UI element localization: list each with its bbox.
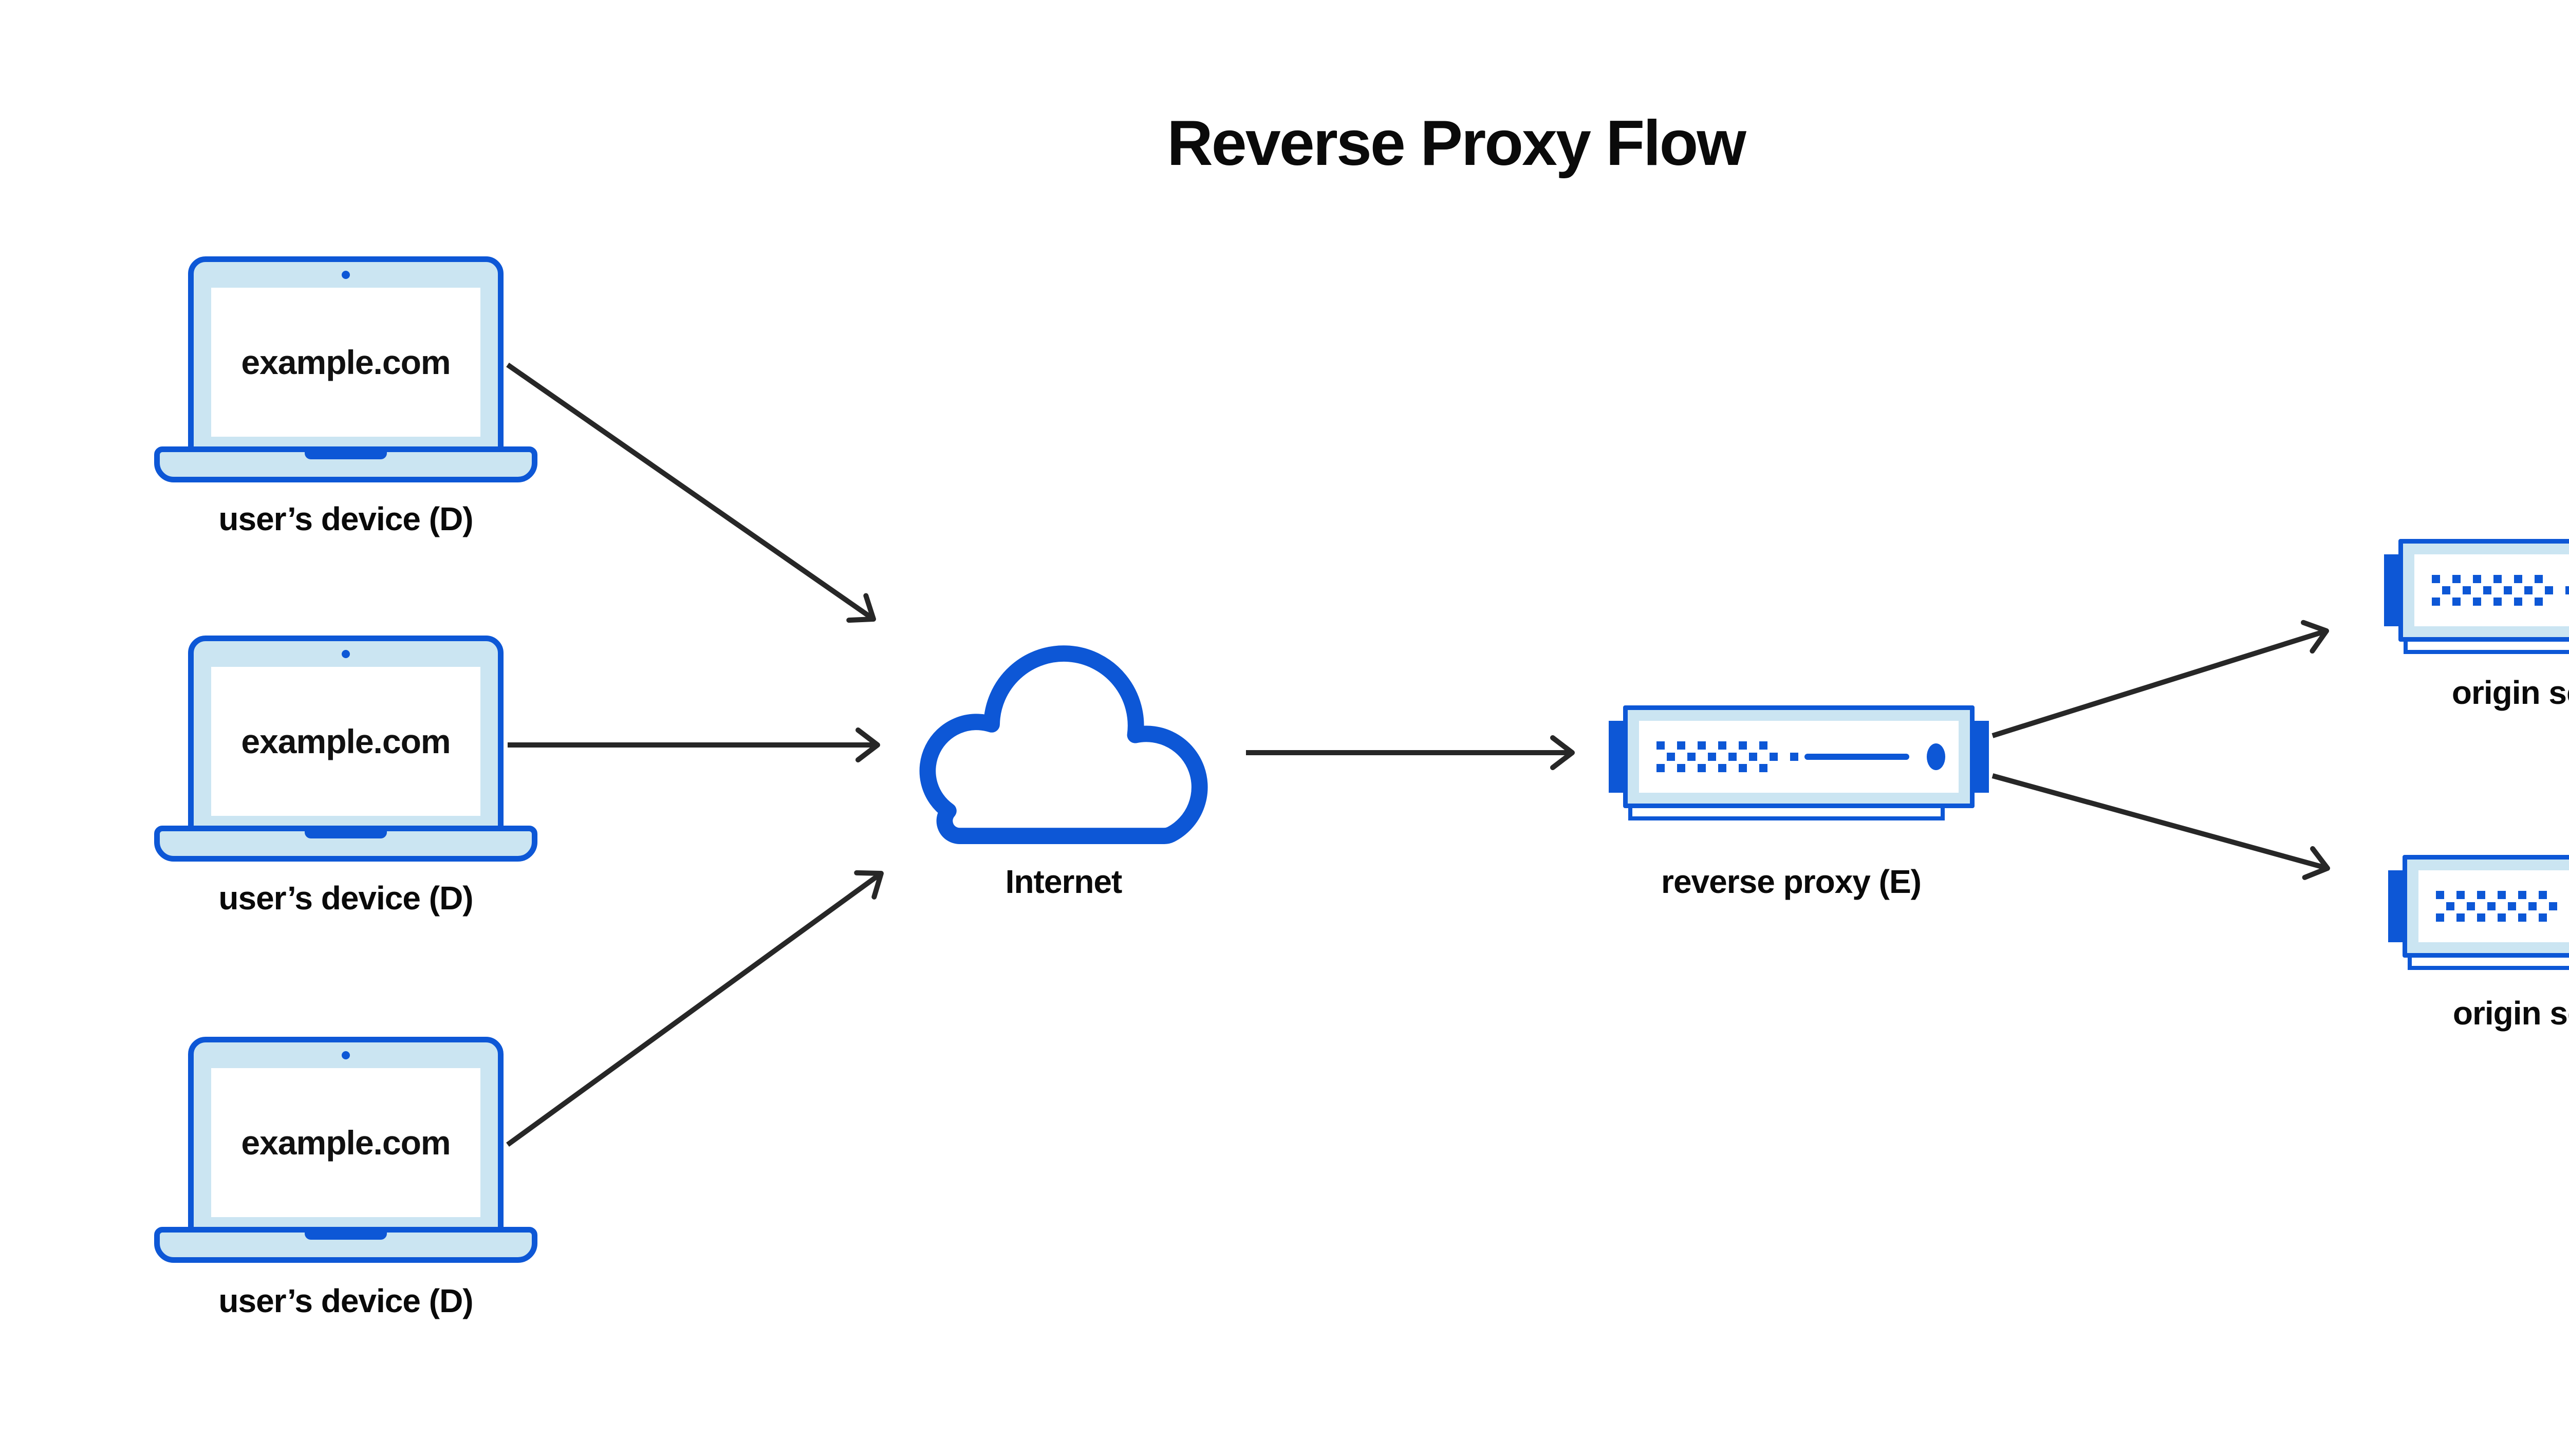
user-device-node-3: example.com xyxy=(154,1037,537,1267)
reverse-proxy-label: reverse proxy (E) xyxy=(1661,863,1922,900)
laptop-camera-dot-icon xyxy=(342,650,350,658)
server-front-panel xyxy=(2418,870,2569,942)
laptop-base-icon xyxy=(154,446,537,482)
laptop-screen: example.com xyxy=(211,667,480,816)
laptop-base-notch-icon xyxy=(305,1233,387,1240)
laptop-camera-dot-icon xyxy=(342,271,350,279)
origin-server-label-1: origin server (F) xyxy=(2451,674,2569,711)
screen-url-text: example.com xyxy=(241,722,451,760)
laptop-lid-icon: example.com xyxy=(188,256,504,453)
diagram-title: Reverse Proxy Flow xyxy=(1167,108,1746,179)
screen-url-text: example.com xyxy=(241,1124,451,1162)
server-front-panel xyxy=(1639,721,1959,793)
laptop-camera-dot-icon xyxy=(342,1051,350,1059)
server-icon xyxy=(2403,855,2569,958)
laptop-base-notch-icon xyxy=(305,831,387,838)
server-icon xyxy=(1623,705,1975,808)
user-device-label-3: user’s device (D) xyxy=(218,1282,473,1319)
user-device-label-1: user’s device (D) xyxy=(218,500,473,537)
server-slot-line-icon xyxy=(1804,754,1909,760)
laptop-base-notch-icon xyxy=(305,452,387,459)
laptop-base-icon xyxy=(154,1227,537,1263)
server-vents-icon xyxy=(2436,891,2569,922)
origin-server-label-2: origin server (F) xyxy=(2452,995,2569,1032)
reverse-proxy-node xyxy=(1609,705,1989,838)
laptop-screen: example.com xyxy=(211,1068,480,1217)
origin-server-node-2 xyxy=(2388,855,2569,987)
arrow-proxy-to-origin2 xyxy=(1991,773,2330,880)
server-power-dot-icon xyxy=(1927,743,1945,770)
server-vents-icon xyxy=(2432,575,2569,606)
arrow-proxy-to-origin1 xyxy=(1991,620,2329,738)
screen-url-text: example.com xyxy=(241,343,451,381)
laptop-screen: example.com xyxy=(211,288,480,437)
laptop-lid-icon: example.com xyxy=(188,1037,504,1233)
origin-server-node-1 xyxy=(2384,539,2569,671)
server-front-panel xyxy=(2414,554,2569,626)
server-vents-icon xyxy=(1656,741,1798,772)
internet-label: Internet xyxy=(1005,863,1123,900)
user-device-node-1: example.com xyxy=(154,256,537,487)
user-device-node-2: example.com xyxy=(154,636,537,866)
internet-cloud-icon xyxy=(919,645,1208,844)
laptop-lid-icon: example.com xyxy=(188,636,504,832)
user-device-label-2: user’s device (D) xyxy=(218,880,473,917)
arrow-device1-to-internet xyxy=(506,362,876,623)
arrow-device3-to-internet xyxy=(506,870,884,1147)
laptop-base-icon xyxy=(154,826,537,862)
server-icon xyxy=(2398,539,2569,642)
